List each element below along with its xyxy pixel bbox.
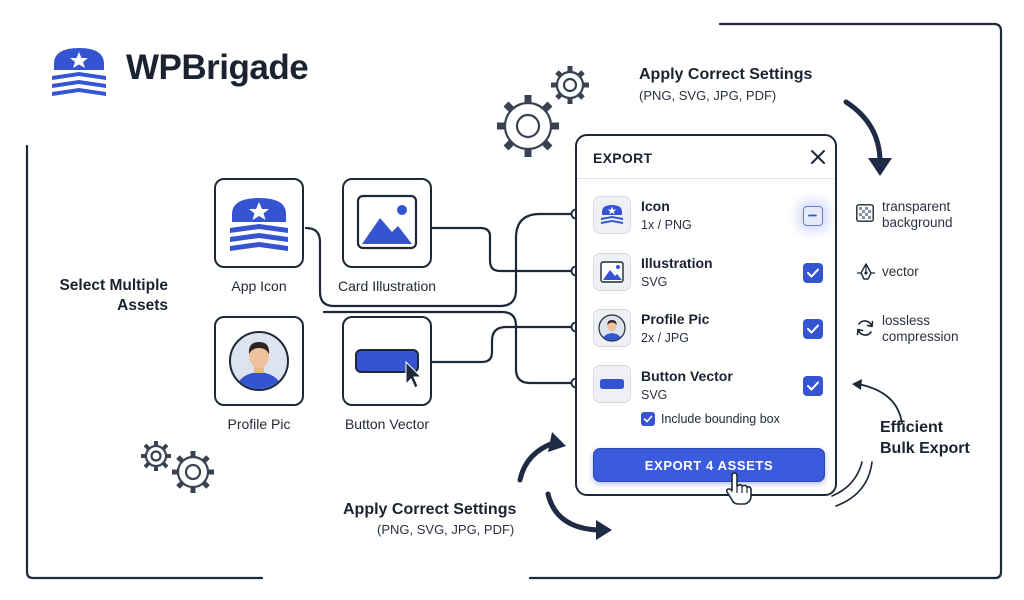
bottom-callout-formats: (PNG, SVG, JPG, PDF) xyxy=(377,522,515,537)
shield-star-icon xyxy=(230,198,288,251)
top-callout-formats: (PNG, SVG, JPG, PDF) xyxy=(639,88,777,103)
select-multiple-label: Select Multiple Assets xyxy=(40,276,168,316)
top-callout-title: Apply Correct Settings xyxy=(639,66,813,83)
include-bounding-box-checkbox[interactable] xyxy=(641,412,655,426)
checkmark-icon xyxy=(643,415,653,423)
avatar-icon xyxy=(598,314,626,342)
hand-cursor-icon xyxy=(725,472,752,505)
row-checkbox-profile-pic[interactable] xyxy=(803,319,823,339)
include-bounding-box-label: Include bounding box xyxy=(661,412,780,426)
shield-star-icon xyxy=(601,205,623,224)
gear-icon xyxy=(141,66,589,493)
feature-1-line1: transparent xyxy=(882,199,951,214)
row-name-illustration: Illustration xyxy=(641,255,713,271)
row-name-button-vector: Button Vector xyxy=(641,368,733,384)
close-icon[interactable] xyxy=(809,148,827,166)
export-dialog-title: EXPORT xyxy=(593,150,653,166)
row-checkbox-illustration[interactable] xyxy=(803,263,823,283)
avatar-icon xyxy=(229,331,289,391)
row-checkbox-button-vector[interactable] xyxy=(803,376,823,396)
asset-label-profile-pic: Profile Pic xyxy=(227,416,291,432)
row-format-icon: 1x / PNG xyxy=(641,218,692,232)
feature-3-line2: compression xyxy=(882,329,959,344)
feature-lossless-compression: lossless compression xyxy=(882,313,959,345)
dialog-divider xyxy=(577,178,834,179)
row-format-profile-pic: 2x / JPG xyxy=(641,331,689,345)
export-assets-button[interactable]: EXPORT 4 ASSETS xyxy=(593,448,825,482)
brand-name: WPBrigade xyxy=(126,48,309,87)
efficient-bulk-export-label: Efficient Bulk Export xyxy=(880,417,970,459)
asset-tile-app-icon[interactable] xyxy=(214,178,304,268)
row-thumb-button-vector xyxy=(593,365,631,403)
minus-icon xyxy=(808,214,817,217)
feature-1-line2: background xyxy=(882,215,953,230)
row-thumb-icon xyxy=(593,196,631,234)
brand-logo-icon xyxy=(52,48,106,96)
asset-label-button-vector: Button Vector xyxy=(344,416,430,432)
bottom-callout-title: Apply Correct Settings xyxy=(343,501,517,518)
checkmark-icon xyxy=(807,268,819,278)
right-callout-line1: Efficient xyxy=(880,419,944,436)
button-cursor-icon xyxy=(355,349,423,389)
row-name-icon: Icon xyxy=(641,198,670,214)
image-icon xyxy=(356,194,418,250)
row-format-button-vector: SVG xyxy=(641,388,668,402)
refresh-icon xyxy=(856,320,874,336)
asset-tile-button-vector[interactable] xyxy=(342,316,432,406)
feature-3-line1: lossless xyxy=(882,313,931,328)
row-checkbox-icon[interactable] xyxy=(803,206,823,226)
checkmark-icon xyxy=(807,381,819,391)
button-shape-icon xyxy=(600,379,624,389)
image-icon xyxy=(600,261,624,283)
row-name-profile-pic: Profile Pic xyxy=(641,311,710,327)
select-multiple-line2: Assets xyxy=(117,297,168,314)
feature-vector: vector xyxy=(882,264,919,279)
select-multiple-line1: Select Multiple xyxy=(59,277,168,294)
pen-tool-icon xyxy=(857,263,875,280)
asset-tile-card-illustration[interactable] xyxy=(342,178,432,268)
checkerboard-icon xyxy=(856,204,874,222)
checkmark-icon xyxy=(807,324,819,334)
asset-label-app-icon: App Icon xyxy=(231,278,287,294)
right-callout-line2: Bulk Export xyxy=(880,440,970,457)
asset-label-card-illustration: Card Illustration xyxy=(337,278,437,294)
asset-tile-profile-pic[interactable] xyxy=(214,316,304,406)
arrow-icon xyxy=(857,383,903,425)
row-thumb-profile-pic xyxy=(593,309,631,347)
export-dialog: EXPORT Icon 1x / PNG Illustration SVG xyxy=(575,134,837,505)
feature-transparent-background: transparent background xyxy=(882,199,953,231)
row-format-illustration: SVG xyxy=(641,275,668,289)
row-thumb-illustration xyxy=(593,253,631,291)
